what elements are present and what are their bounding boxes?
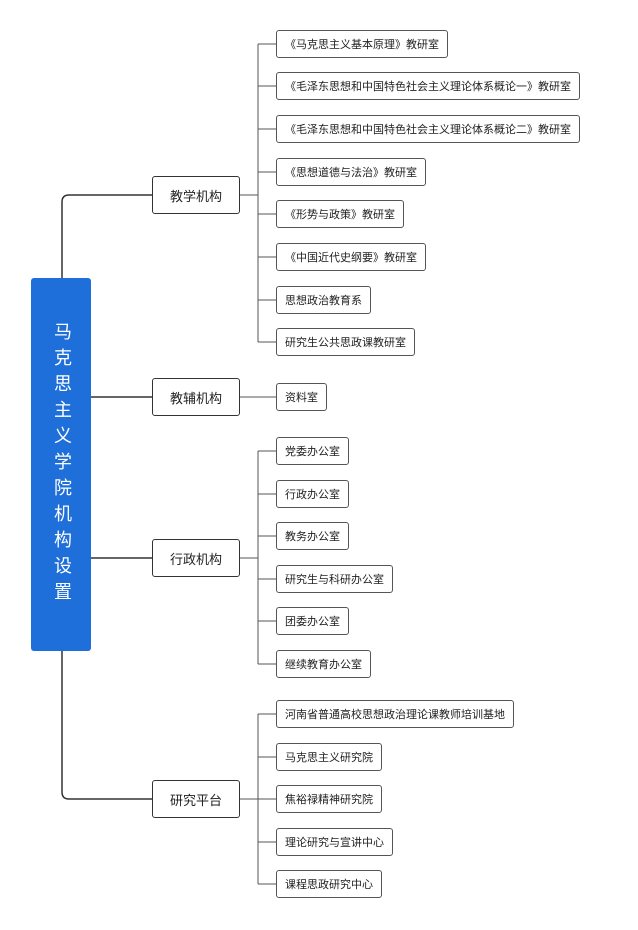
- leaf-label: 思想政治教育系: [285, 294, 362, 307]
- branch-label: 研究平台: [169, 793, 222, 809]
- branch-label: 教学机构: [169, 189, 222, 205]
- leaf-label: 马克思主义研究院: [285, 751, 373, 764]
- leaf-node[interactable]: 研究生公共思政课教研室: [276, 328, 415, 356]
- leaf-label: 焦裕禄精神研究院: [285, 793, 373, 806]
- branch-teaching[interactable]: 教学机构: [152, 176, 240, 214]
- leaf-label: 党委办公室: [285, 445, 340, 458]
- leaf-node[interactable]: 《毛泽东思想和中国特色社会主义理论体系概论一》教研室: [276, 72, 580, 100]
- leaf-label: 河南省普通高校思想政治理论课教师培训基地: [285, 708, 505, 721]
- leaf-label: 资料室: [285, 391, 318, 404]
- leaf-label: 理论研究与宣讲中心: [285, 836, 384, 849]
- leaf-node[interactable]: 《思想道德与法治》教研室: [276, 158, 426, 186]
- leaf-label: 研究生公共思政课教研室: [285, 336, 406, 349]
- branch-administration[interactable]: 行政机构: [152, 539, 240, 577]
- leaf-node[interactable]: 教务办公室: [276, 522, 349, 550]
- root-node[interactable]: 马克思主义学院机构设置: [31, 278, 91, 651]
- leaf-node[interactable]: 研究生与科研办公室: [276, 565, 393, 593]
- branch-label: 教辅机构: [169, 391, 222, 407]
- leaf-label: 继续教育办公室: [285, 658, 362, 671]
- leaf-node[interactable]: 《马克思主义基本原理》教研室: [276, 30, 448, 58]
- leaf-node[interactable]: 资料室: [276, 383, 327, 411]
- leaf-node[interactable]: 理论研究与宣讲中心: [276, 828, 393, 856]
- leaf-node[interactable]: 思想政治教育系: [276, 286, 371, 314]
- leaf-label: 课程思政研究中心: [285, 878, 373, 891]
- leaf-label: 《思想道德与法治》教研室: [285, 166, 417, 179]
- leaf-label: 教务办公室: [285, 530, 340, 543]
- leaf-label: 《中国近代史纲要》教研室: [285, 251, 417, 264]
- leaf-node[interactable]: 课程思政研究中心: [276, 870, 382, 898]
- leaf-node[interactable]: 团委办公室: [276, 607, 349, 635]
- leaf-label: 《马克思主义基本原理》教研室: [285, 38, 439, 51]
- leaf-label: 《毛泽东思想和中国特色社会主义理论体系概论二》教研室: [285, 123, 571, 136]
- leaf-label: 研究生与科研办公室: [285, 573, 384, 586]
- leaf-node[interactable]: 行政办公室: [276, 480, 349, 508]
- leaf-label: 《形势与政策》教研室: [285, 208, 395, 221]
- leaf-node[interactable]: 河南省普通高校思想政治理论课教师培训基地: [276, 700, 514, 728]
- leaf-node[interactable]: 《形势与政策》教研室: [276, 200, 404, 228]
- leaf-label: 团委办公室: [285, 615, 340, 628]
- leaf-node[interactable]: 继续教育办公室: [276, 650, 371, 678]
- leaf-label: 行政办公室: [285, 488, 340, 501]
- leaf-label: 《毛泽东思想和中国特色社会主义理论体系概论一》教研室: [285, 80, 571, 93]
- branch-teaching-support[interactable]: 教辅机构: [152, 378, 240, 416]
- leaf-node[interactable]: 《毛泽东思想和中国特色社会主义理论体系概论二》教研室: [276, 115, 580, 143]
- leaf-node[interactable]: 《中国近代史纲要》教研室: [276, 243, 426, 271]
- leaf-node[interactable]: 焦裕禄精神研究院: [276, 785, 382, 813]
- leaf-node[interactable]: 马克思主义研究院: [276, 743, 382, 771]
- branch-label: 行政机构: [169, 552, 222, 568]
- branch-research-platform[interactable]: 研究平台: [152, 780, 240, 818]
- leaf-node[interactable]: 党委办公室: [276, 437, 349, 465]
- root-label: 马克思主义学院机构设置: [51, 321, 72, 608]
